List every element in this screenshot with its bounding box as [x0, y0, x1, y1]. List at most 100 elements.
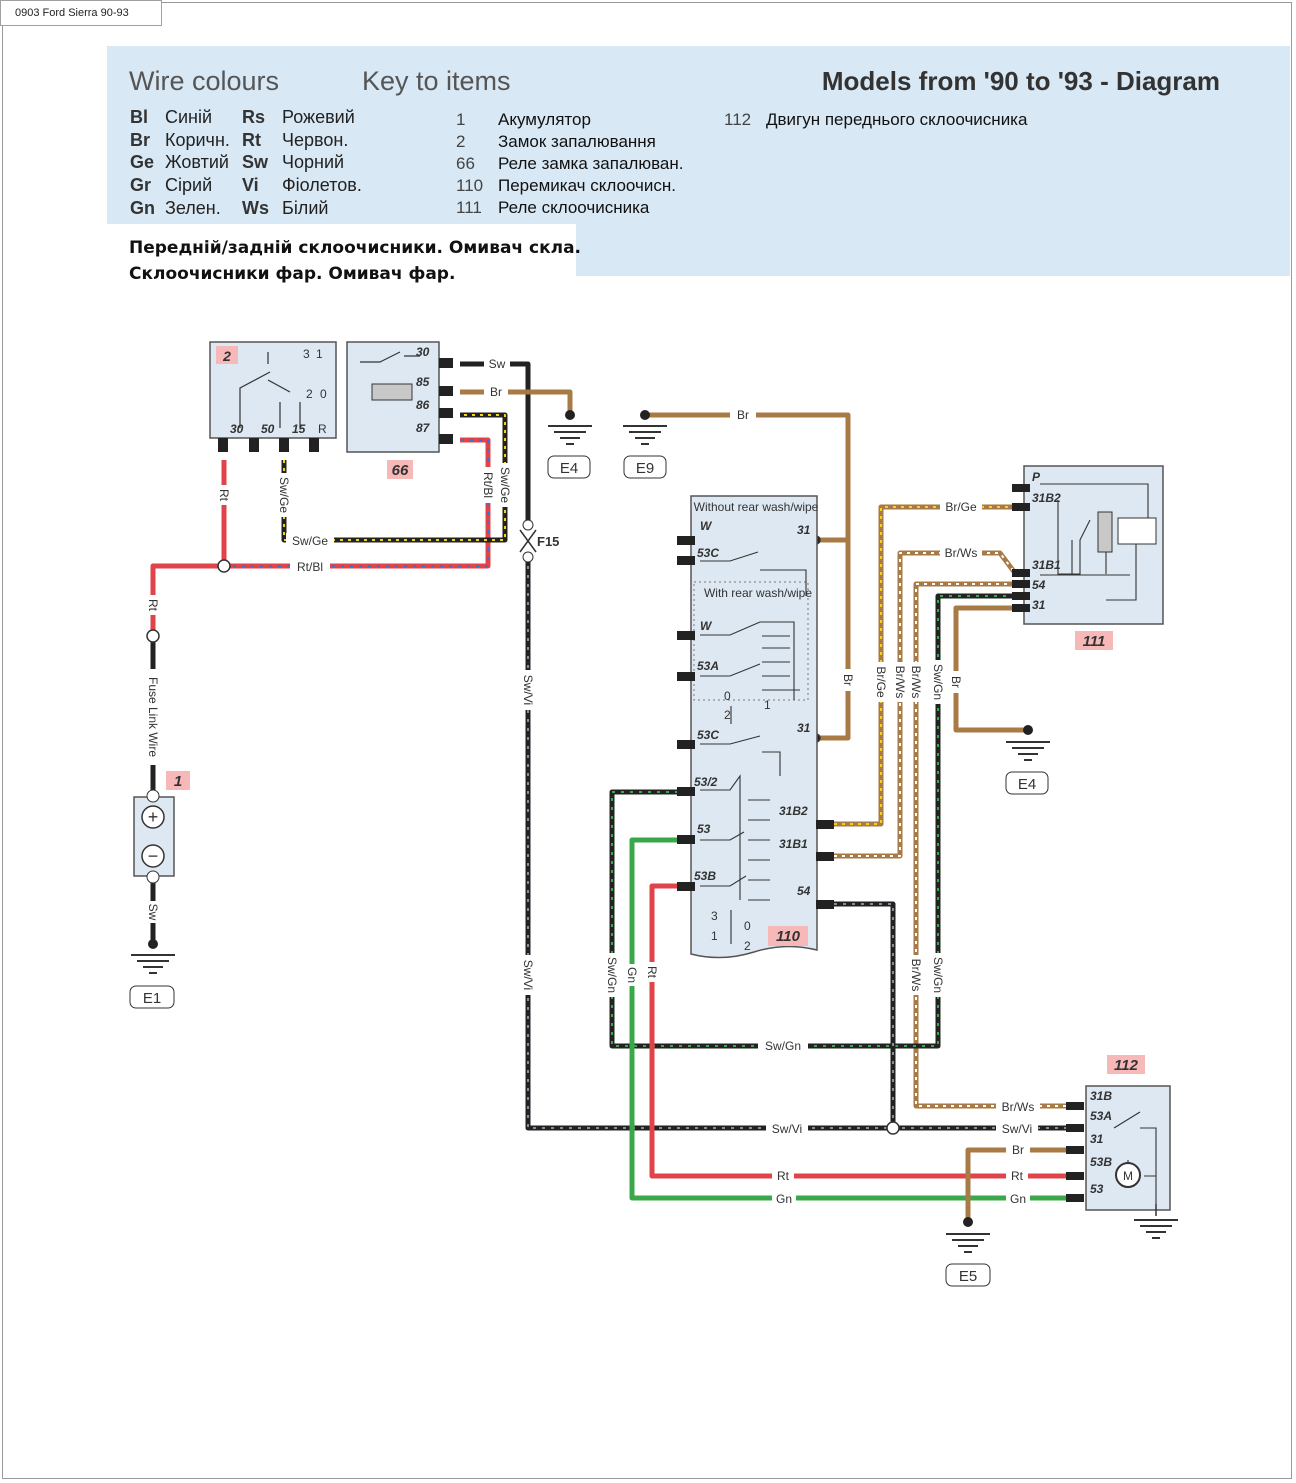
terminal-label: W	[700, 619, 713, 633]
svg-text:Sw/Gn: Sw/Gn	[931, 664, 945, 700]
pos-label: 2	[724, 708, 731, 722]
svg-text:Br/Ws: Br/Ws	[1002, 1100, 1035, 1114]
pos-label: 0	[744, 919, 751, 933]
component-2-id: 2	[222, 348, 231, 364]
pos-label: 1	[316, 347, 323, 361]
terminal-label: 50	[261, 422, 275, 436]
pos-label: 3	[711, 909, 718, 923]
svg-text:Sw: Sw	[489, 357, 506, 371]
ground-label: E4	[1018, 776, 1036, 793]
terminal-label: 85	[416, 375, 430, 389]
battery-1: 1 + −	[133, 771, 190, 884]
relay-66: 30 85 86 87 66	[346, 341, 453, 479]
wire-rt-bl	[224, 437, 491, 569]
svg-text:Gn: Gn	[625, 967, 639, 983]
terminal-label: 87	[416, 421, 431, 435]
terminal-label: 30	[230, 422, 244, 436]
terminal-label: 31	[797, 721, 811, 735]
legend-header	[107, 46, 1290, 224]
diagram-subtitle-line1: Передній/задній склоочисники. Омивач скл…	[129, 238, 582, 258]
component-111-id: 111	[1083, 633, 1106, 650]
svg-text:Gn: Gn	[776, 1192, 792, 1206]
wire-br-112-e5	[965, 1147, 1066, 1222]
ground-label: E1	[143, 990, 161, 1007]
svg-text:Sw/Ge: Sw/Ge	[292, 534, 328, 548]
pos-label: 3	[303, 347, 310, 361]
svg-text:Br: Br	[841, 674, 855, 686]
svg-text:Sw/Vi: Sw/Vi	[1002, 1122, 1032, 1136]
svg-text:Rt: Rt	[146, 599, 160, 612]
terminal-label: 53	[1090, 1182, 1104, 1196]
svg-text:Sw: Sw	[146, 904, 160, 921]
wire-sw-110-54	[834, 901, 896, 1128]
terminal-label: 31B2	[779, 804, 808, 818]
component-66-id: 66	[392, 462, 409, 479]
terminal-label: 31	[1032, 598, 1046, 612]
svg-text:Sw/Vi: Sw/Vi	[772, 1122, 802, 1136]
svg-text:Rt: Rt	[645, 966, 659, 979]
terminal-label: 53/2	[694, 775, 718, 789]
terminal-label: 31B2	[1032, 491, 1061, 505]
terminal-label: 31B	[1090, 1089, 1112, 1103]
terminal-label: 31B1	[1032, 558, 1061, 572]
ground-points: E4 E9 E4 E1 E5	[129, 410, 1051, 1287]
terminal-label: 54	[797, 884, 811, 898]
document-tab[interactable]: 0903 Ford Sierra 90-93	[0, 0, 162, 26]
pos-label: 0	[320, 387, 327, 401]
svg-text:Br/Ws: Br/Ws	[945, 546, 978, 560]
pos-label: 1	[764, 698, 771, 712]
battery-plus: +	[148, 807, 159, 827]
svg-text:Gn: Gn	[1010, 1192, 1026, 1206]
terminal-label: 86	[416, 398, 430, 412]
wire-rt-53b	[649, 883, 1066, 1179]
svg-text:Br: Br	[949, 676, 963, 688]
ignition-switch: 2 3 1 2 0 30 50 15 R	[209, 341, 337, 452]
terminal-label: 31	[1090, 1132, 1104, 1146]
terminal-label: 54	[1032, 578, 1046, 592]
svg-text:Br: Br	[737, 408, 749, 422]
terminal-label: 53	[697, 822, 711, 836]
svg-text:Sw/Vi: Sw/Vi	[521, 960, 535, 990]
diagram-title: Models from '90 to '93 - Diagram	[821, 66, 1220, 96]
svg-text:Br/Ws: Br/Ws	[909, 666, 923, 699]
wiper-switch-110: Without rear wash/wipe With rear wash/wi…	[677, 495, 834, 959]
terminal-label: R	[318, 422, 327, 436]
ground-label: E9	[636, 460, 654, 477]
pos-label: 1	[711, 929, 718, 943]
component-112-id: 112	[1114, 1057, 1139, 1074]
svg-text:Sw/Ge: Sw/Ge	[498, 467, 512, 503]
fuse-label: F15	[537, 534, 559, 549]
legend-header-extension	[576, 224, 1290, 276]
pos-label: 2	[306, 387, 313, 401]
svg-text:Sw/Gn: Sw/Gn	[931, 957, 945, 993]
svg-text:Rt/Bl: Rt/Bl	[481, 472, 495, 498]
wiper-relay-111: P 31B2 31B1 54 31 111	[1012, 465, 1164, 650]
svg-text:Sw/Gn: Sw/Gn	[765, 1039, 801, 1053]
terminal-label: 53A	[697, 659, 719, 673]
pos-label: 0	[724, 689, 731, 703]
svg-text:Br/Ge: Br/Ge	[874, 666, 888, 698]
terminal-label: 53B	[694, 869, 716, 883]
svg-text:Br: Br	[490, 385, 502, 399]
wire-colours-title: Wire colours	[129, 66, 280, 96]
wire-br-111-e4	[953, 605, 1028, 733]
battery-minus: −	[148, 846, 159, 866]
wiper-motor-112: 112 31B 53A 31 53B 53 M	[1066, 1055, 1179, 1239]
terminal-label: 53B	[1090, 1155, 1112, 1169]
svg-text:Fuse Link Wire: Fuse Link Wire	[146, 677, 160, 757]
ground-label: E5	[959, 1268, 977, 1285]
ground-label: E4	[560, 460, 578, 477]
component-110-id: 110	[776, 928, 801, 945]
terminal-label: 15	[292, 422, 306, 436]
svg-text:Rt/Bl: Rt/Bl	[297, 560, 323, 574]
wire-sw-relay30	[460, 361, 531, 525]
terminal-label: 31	[797, 523, 811, 537]
terminal-label: W	[700, 519, 713, 533]
svg-text:Rt: Rt	[777, 1169, 790, 1183]
wire-br-110-31	[816, 470, 851, 741]
svg-text:Sw/Vi: Sw/Vi	[521, 675, 535, 705]
note-with-rear: With rear wash/wipe	[704, 586, 812, 600]
note-without-rear: Without rear wash/wipe	[694, 500, 819, 514]
